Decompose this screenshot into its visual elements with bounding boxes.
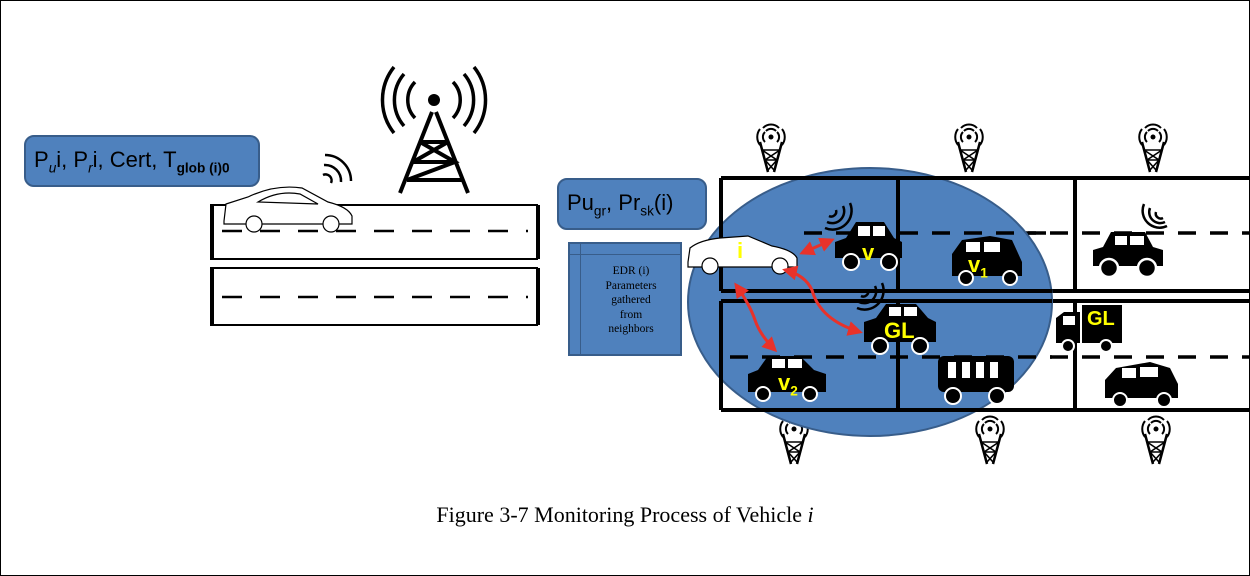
label-vehicle-i: i bbox=[737, 238, 744, 263]
cell-tower-icon bbox=[974, 415, 1006, 466]
left-road-lower bbox=[210, 267, 540, 326]
vehicle-credentials-box: Pui, Pri, Cert, Tglob (i)0 bbox=[24, 135, 260, 187]
group-keys-box: Pugr, Prsk(i) bbox=[557, 178, 707, 230]
vehicle-v1 bbox=[952, 236, 1022, 286]
label-v2-base: v bbox=[778, 370, 791, 395]
group-key-pu: Pu bbox=[567, 190, 594, 215]
label-vehicle-v1: v1 bbox=[968, 252, 988, 280]
label-vehicle-v: v bbox=[862, 240, 875, 265]
edr-line: from bbox=[619, 308, 643, 321]
label-vehicle-v2: v2 bbox=[778, 370, 798, 398]
communication-arrows bbox=[734, 237, 863, 353]
label-v1-sub: 1 bbox=[980, 265, 988, 281]
edr-line: neighbors bbox=[608, 323, 654, 335]
vehicle-van bbox=[938, 356, 1014, 405]
figure-caption: Figure 3-7 Monitoring Process of Vehicle… bbox=[0, 502, 1250, 528]
group-key-pu-sub: gr bbox=[593, 203, 607, 219]
group-key-pr-rest: (i) bbox=[653, 190, 674, 215]
credential-pr-base: P bbox=[73, 147, 89, 172]
credential-pu-sub: u bbox=[48, 160, 57, 176]
vehicle-hatchback bbox=[1105, 362, 1178, 408]
caption-variable: i bbox=[807, 502, 814, 527]
group-key-pr: , Pr bbox=[606, 190, 641, 215]
cell-tower-icon bbox=[1140, 415, 1172, 466]
cell-tower-icon bbox=[953, 123, 985, 174]
edr-line: Parameters bbox=[605, 279, 657, 292]
edr-divider bbox=[580, 244, 581, 354]
edr-divider bbox=[570, 254, 680, 255]
group-key-pr-sub: sk bbox=[640, 203, 654, 219]
vehicle-gl-car bbox=[864, 304, 936, 355]
credential-pu-rest: i, bbox=[56, 147, 74, 172]
caption-text: Figure 3-7 Monitoring Process of Vehicle bbox=[436, 502, 808, 527]
edr-line: EDR (i) bbox=[612, 265, 650, 277]
cell-tower-icon bbox=[1137, 123, 1169, 174]
credential-pu-base: P bbox=[34, 147, 49, 172]
label-v1-base: v bbox=[968, 252, 981, 277]
edr-line: gathered bbox=[611, 294, 651, 306]
left-road-upper bbox=[210, 204, 540, 260]
cell-tower-large-icon bbox=[380, 65, 488, 194]
cell-tower-icon bbox=[755, 123, 787, 174]
credential-pr-sub: r bbox=[88, 160, 93, 176]
label-vehicle-gl-car: GL bbox=[884, 318, 915, 343]
vehicle-v bbox=[835, 222, 902, 271]
vehicle-suv bbox=[1091, 230, 1165, 279]
vehicle-i-outline-left bbox=[223, 186, 353, 233]
edr-text: EDR (i) Parameters gathered from neighbo… bbox=[584, 264, 678, 337]
label-v2-sub: 2 bbox=[790, 383, 798, 399]
signal-waves-icon bbox=[1141, 203, 1168, 229]
edr-box: EDR (i) Parameters gathered from neighbo… bbox=[568, 242, 682, 356]
label-vehicle-gl-truck: GL bbox=[1087, 308, 1115, 330]
vehicle-gl-truck bbox=[1056, 305, 1122, 353]
credential-t-sub: glob (i)0 bbox=[176, 160, 230, 176]
signal-waves-left-icon bbox=[322, 153, 353, 184]
vehicle-v2 bbox=[748, 356, 826, 402]
credential-pr-rest: i, Cert, T bbox=[92, 147, 177, 172]
